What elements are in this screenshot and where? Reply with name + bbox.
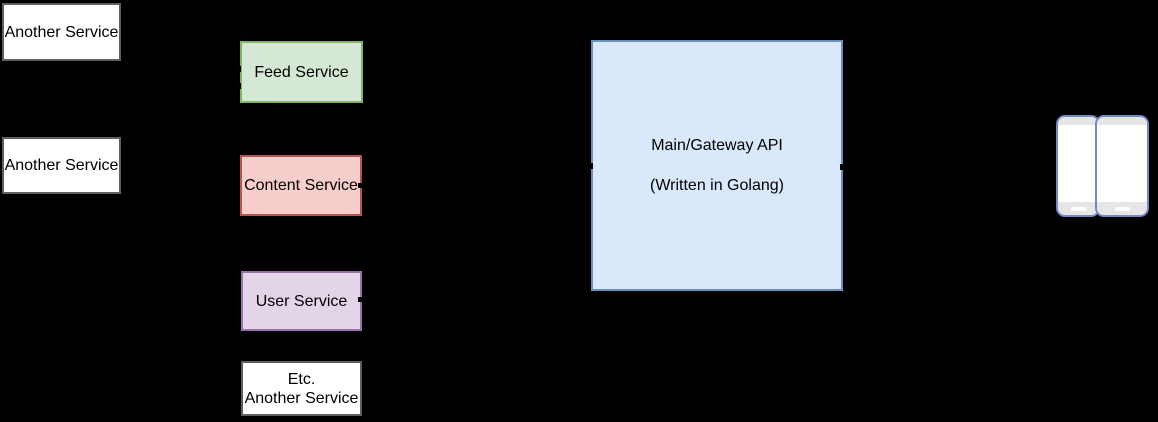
smartphone-icon [1056,115,1100,217]
node-label-line2: Another Service [244,389,359,407]
phone-top-band [1058,117,1098,125]
node-etc-another-service: Etc. Another Service [241,361,362,416]
node-label: User Service [255,292,348,310]
node-label: Another Service [4,23,119,41]
client-devices [1056,115,1149,217]
phone-bottom-band [1058,202,1098,215]
connector-arrowhead-stub [236,83,241,89]
connector-arrowhead-stub [840,164,844,170]
node-feed-service: Feed Service [240,41,363,103]
node-label-line1: Main/Gateway API [651,137,783,154]
node-label: Another Service [4,157,119,174]
phone-top-band [1097,117,1147,125]
node-label: Feed Service [254,63,349,81]
node-content-service: Content Service [240,155,362,216]
node-another-service-2: Another Service [2,137,121,194]
phone-bottom-band [1097,202,1147,215]
connector-arrowhead-stub [236,66,241,72]
node-label-line1: Etc. [287,370,316,388]
connector-arrowhead-stub [358,297,363,302]
connector-arrowhead-stub [589,163,593,169]
node-another-service-1: Another Service [2,3,121,61]
connector-arrowhead-stub [358,183,364,188]
smartphone-icon [1095,115,1149,217]
home-button-icon [1114,206,1130,211]
node-user-service: User Service [241,271,362,331]
home-button-icon [1070,206,1086,211]
node-label-line2: (Written in Golang) [650,177,784,194]
node-main-gateway-api: Main/Gateway API (Written in Golang) [591,40,843,291]
node-label: Content Service [244,177,358,194]
